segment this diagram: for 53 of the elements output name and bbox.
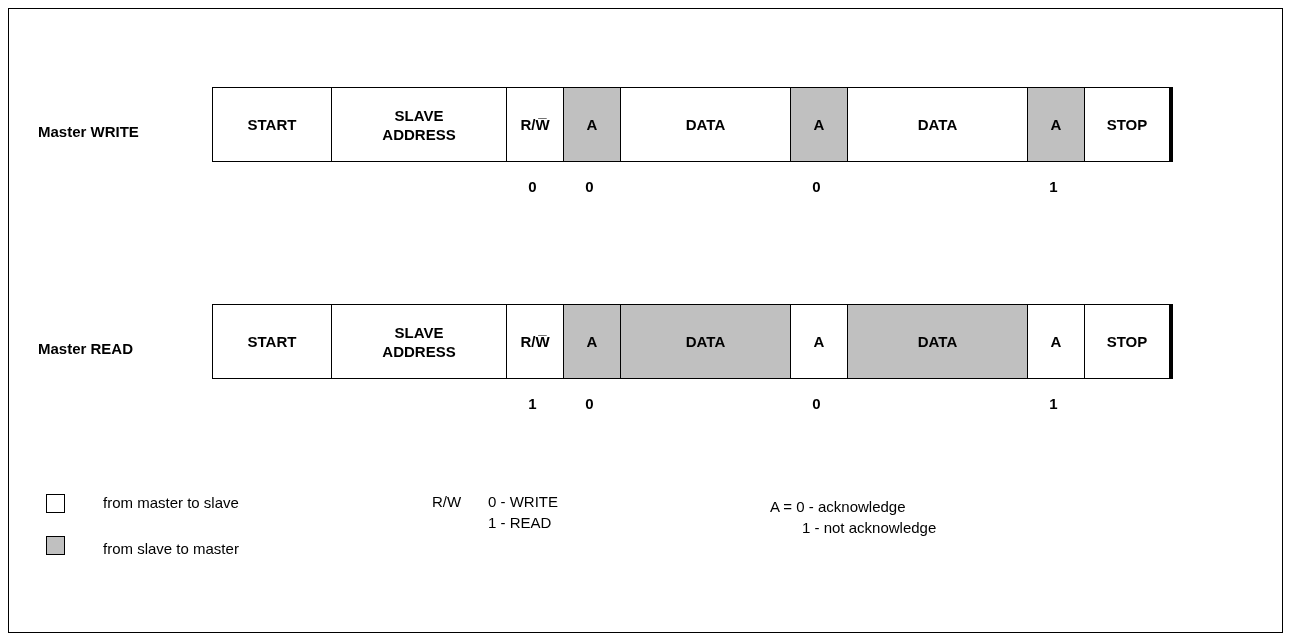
field-label: A bbox=[812, 332, 826, 351]
field-label: START bbox=[246, 115, 298, 134]
bit-value: 1 bbox=[1048, 178, 1059, 196]
field-label: DATA bbox=[684, 115, 727, 134]
row-label: Master READ bbox=[38, 340, 134, 358]
frame-cell bbox=[790, 304, 848, 379]
legend-note: 1 - READ bbox=[488, 514, 552, 532]
legend-note: 0 - WRITE bbox=[488, 493, 558, 511]
frame-cell bbox=[506, 87, 564, 162]
bit-value: 0 bbox=[584, 178, 595, 196]
field-label: START bbox=[246, 332, 298, 351]
frame-cell bbox=[847, 304, 1028, 379]
frame-cell bbox=[847, 87, 1028, 162]
field-label: DATA bbox=[684, 332, 727, 351]
frame-cell bbox=[620, 304, 791, 379]
field-label: A bbox=[585, 332, 599, 351]
field-label: STOP bbox=[1105, 115, 1149, 134]
bit-value: 0 bbox=[811, 395, 822, 413]
frame-cell bbox=[1084, 87, 1173, 162]
frame-cell bbox=[1084, 304, 1173, 379]
row-label: Master WRITE bbox=[38, 123, 139, 141]
frame-cell bbox=[212, 87, 332, 162]
field-label: A bbox=[1049, 115, 1063, 134]
field-label: R/W̅ bbox=[519, 115, 551, 134]
frame-cell bbox=[331, 87, 507, 162]
bit-value: 0 bbox=[811, 178, 822, 196]
field-label: R/W̅ bbox=[519, 332, 551, 351]
field-label: A bbox=[585, 115, 599, 134]
frame-cell bbox=[331, 304, 507, 379]
bit-value: 1 bbox=[527, 395, 538, 413]
bit-value: 0 bbox=[584, 395, 595, 413]
legend-text: from master to slave bbox=[103, 494, 239, 512]
legend-note: A = 0 - acknowledge bbox=[770, 498, 906, 516]
field-label: A bbox=[812, 115, 826, 134]
frame-cell bbox=[1027, 304, 1085, 379]
field-label: A bbox=[1049, 332, 1063, 351]
legend-text: from slave to master bbox=[103, 540, 239, 558]
bit-value: 0 bbox=[527, 178, 538, 196]
frame-cell bbox=[563, 304, 621, 379]
field-label: SLAVE ADDRESS bbox=[381, 322, 457, 361]
frame-cell bbox=[563, 87, 621, 162]
frame-cell bbox=[506, 304, 564, 379]
bit-value: 1 bbox=[1048, 395, 1059, 413]
legend-note: 1 - not acknowledge bbox=[802, 519, 937, 537]
field-label: STOP bbox=[1105, 332, 1149, 351]
frame-cell bbox=[620, 87, 791, 162]
field-label: DATA bbox=[916, 115, 959, 134]
frame-cell bbox=[1027, 87, 1085, 162]
field-label: DATA bbox=[916, 332, 959, 351]
field-label: SLAVE ADDRESS bbox=[381, 105, 457, 144]
legend-note: R/W bbox=[432, 493, 462, 511]
frame-cell bbox=[790, 87, 848, 162]
frame-cell bbox=[212, 304, 332, 379]
